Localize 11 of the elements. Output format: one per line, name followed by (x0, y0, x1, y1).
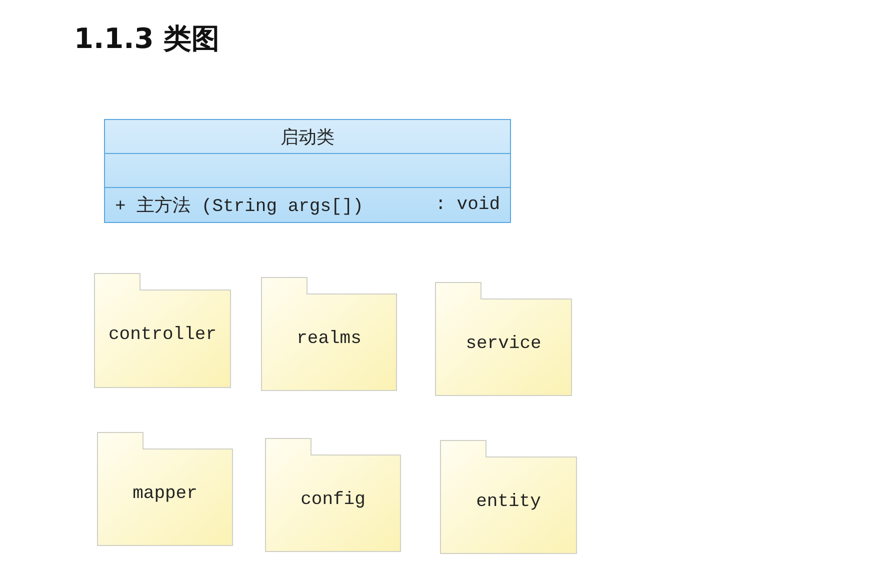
class-name: 启动类 (280, 126, 334, 148)
package-name: config (300, 490, 366, 510)
package-name: realms (296, 328, 362, 348)
title: 1.1.3 类图 (74, 21, 220, 57)
return-type: : void (435, 194, 500, 214)
package-name: mapper (132, 484, 198, 504)
package-name: controller (107, 325, 218, 345)
class-box (104, 119, 511, 223)
package-name: entity (475, 492, 542, 512)
package-name: service (464, 334, 542, 354)
method-signature: + 主方法 (String args[]) (115, 194, 364, 216)
